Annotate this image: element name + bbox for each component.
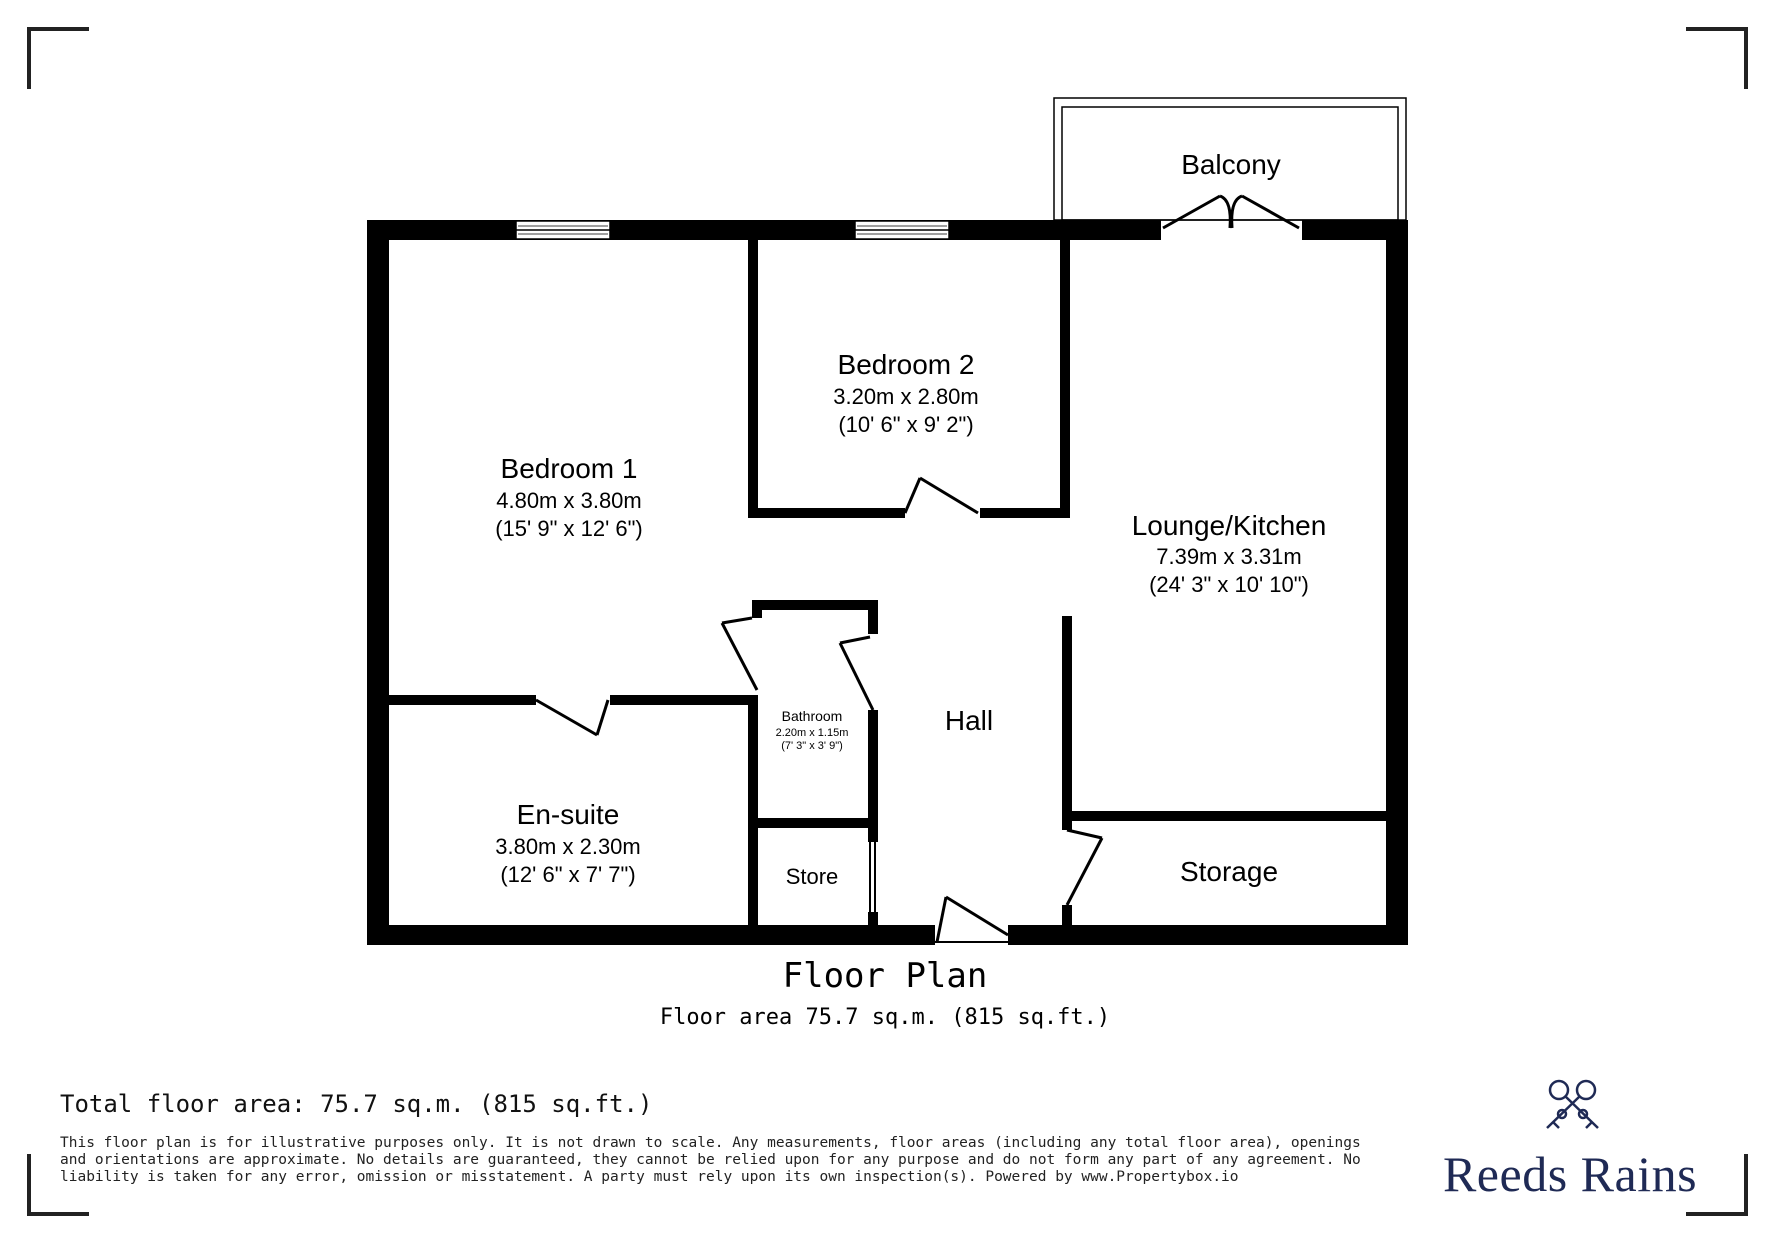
brand-name: Reeds Rains	[1442, 1146, 1698, 1202]
label-store: Store	[786, 864, 839, 889]
balcony-french-doors	[1162, 194, 1300, 230]
bedroom2-door	[903, 476, 979, 515]
total-floor-area: Total floor area: 75.7 sq.m. (815 sq.ft.…	[60, 1090, 653, 1118]
label-storage: Storage	[1180, 856, 1278, 887]
room-name: En-suite	[517, 799, 620, 830]
room-metric: 2.20m x 1.15m	[776, 727, 849, 739]
plan-area: Floor area 75.7 sq.m. (815 sq.ft.)	[660, 1005, 1110, 1030]
ensuite-door	[535, 698, 610, 737]
room-metric: 4.80m x 3.80m	[496, 488, 642, 513]
crossed-keys-icon	[1546, 1079, 1599, 1129]
plan-title: Floor Plan	[783, 956, 988, 996]
bathroom-door-right	[838, 635, 875, 711]
crop-mark-bottom-left	[27, 1154, 89, 1216]
brand-logo: Reeds Rains	[1430, 1065, 1710, 1203]
lounge-door	[1065, 828, 1104, 906]
room-name: Store	[786, 864, 839, 889]
room-name: Balcony	[1181, 149, 1281, 180]
label-ensuite: En-suite 3.80m x 2.30m (12' 6" x 7' 7")	[495, 799, 641, 887]
window-bedroom2	[854, 220, 950, 240]
room-imperial: (7' 3" x 3' 9")	[781, 740, 843, 752]
room-name: Storage	[1180, 856, 1278, 887]
room-name: Hall	[945, 705, 993, 736]
interior-walls	[389, 238, 1388, 927]
crop-mark-bottom-right	[1686, 1154, 1748, 1216]
room-metric: 3.20m x 2.80m	[833, 384, 979, 409]
crop-mark-top-right	[1686, 27, 1748, 89]
bathroom-door-left	[720, 616, 759, 691]
label-bedroom1: Bedroom 1 4.80m x 3.80m (15' 9" x 12' 6"…	[495, 453, 643, 541]
room-metric: 7.39m x 3.31m	[1156, 544, 1302, 569]
room-name: Bedroom 2	[838, 349, 975, 380]
disclaimer-text: This floor plan is for illustrative purp…	[60, 1135, 1361, 1185]
crop-mark-top-left	[27, 27, 89, 89]
room-imperial: (12' 6" x 7' 7")	[500, 862, 635, 887]
label-hall: Hall	[945, 705, 993, 736]
window-bedroom1	[515, 220, 611, 240]
label-balcony: Balcony	[1181, 149, 1281, 180]
label-lounge: Lounge/Kitchen 7.39m x 3.31m (24' 3" x 1…	[1132, 510, 1327, 597]
entrance-door	[935, 895, 1009, 944]
room-name: Bathroom	[782, 708, 843, 724]
room-imperial: (24' 3" x 10' 10")	[1149, 572, 1309, 597]
store-sliding-door	[869, 840, 876, 912]
room-name: Bedroom 1	[501, 453, 638, 484]
room-name: Lounge/Kitchen	[1132, 510, 1327, 541]
label-bathroom: Bathroom 2.20m x 1.15m (7' 3" x 3' 9")	[776, 708, 849, 752]
room-imperial: (10' 6" x 9' 2")	[838, 412, 973, 437]
label-bedroom2: Bedroom 2 3.20m x 2.80m (10' 6" x 9' 2")	[833, 349, 979, 437]
outer-walls	[367, 220, 1408, 945]
room-imperial: (15' 9" x 12' 6")	[495, 516, 643, 541]
room-metric: 3.80m x 2.30m	[495, 834, 641, 859]
